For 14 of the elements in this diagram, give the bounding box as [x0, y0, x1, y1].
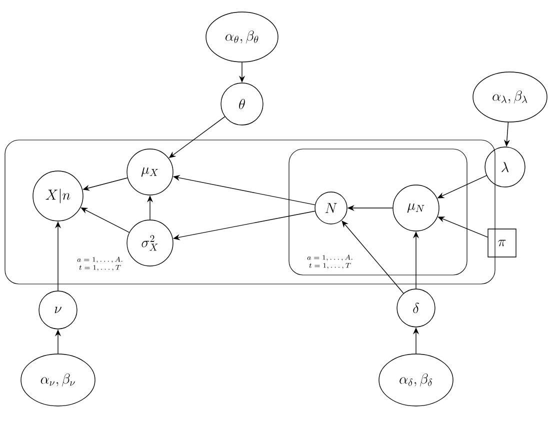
variable-node: $X|n$ — [32, 170, 84, 222]
variable-node: $N$ — [314, 192, 348, 224]
variable-node: $\mu_{N}$ — [392, 184, 440, 232]
hyperparameter-node: $\alpha_{\theta}, \beta_{\theta}$ — [206, 12, 278, 62]
variable-node: $\lambda$ — [484, 146, 526, 188]
variable-node: $\mu_{X}$ — [126, 148, 174, 196]
hyperparameter-node: $\alpha_{\delta}, \beta_{\delta}$ — [378, 354, 454, 406]
variable-node: $\theta$ — [220, 82, 264, 126]
hyperparameter-node: $\alpha_{\nu}, \beta_{\nu}$ — [20, 354, 96, 406]
hyperparameter-node: $\alpha_{\lambda}, \beta_{\lambda}$ — [472, 72, 548, 122]
variable-node: $\delta$ — [396, 288, 436, 328]
variable-node: $\nu$ — [38, 290, 78, 330]
variable-node: $\sigma_{X}^{2}$ — [126, 220, 174, 266]
constant-node: $\pi$ — [488, 228, 516, 258]
